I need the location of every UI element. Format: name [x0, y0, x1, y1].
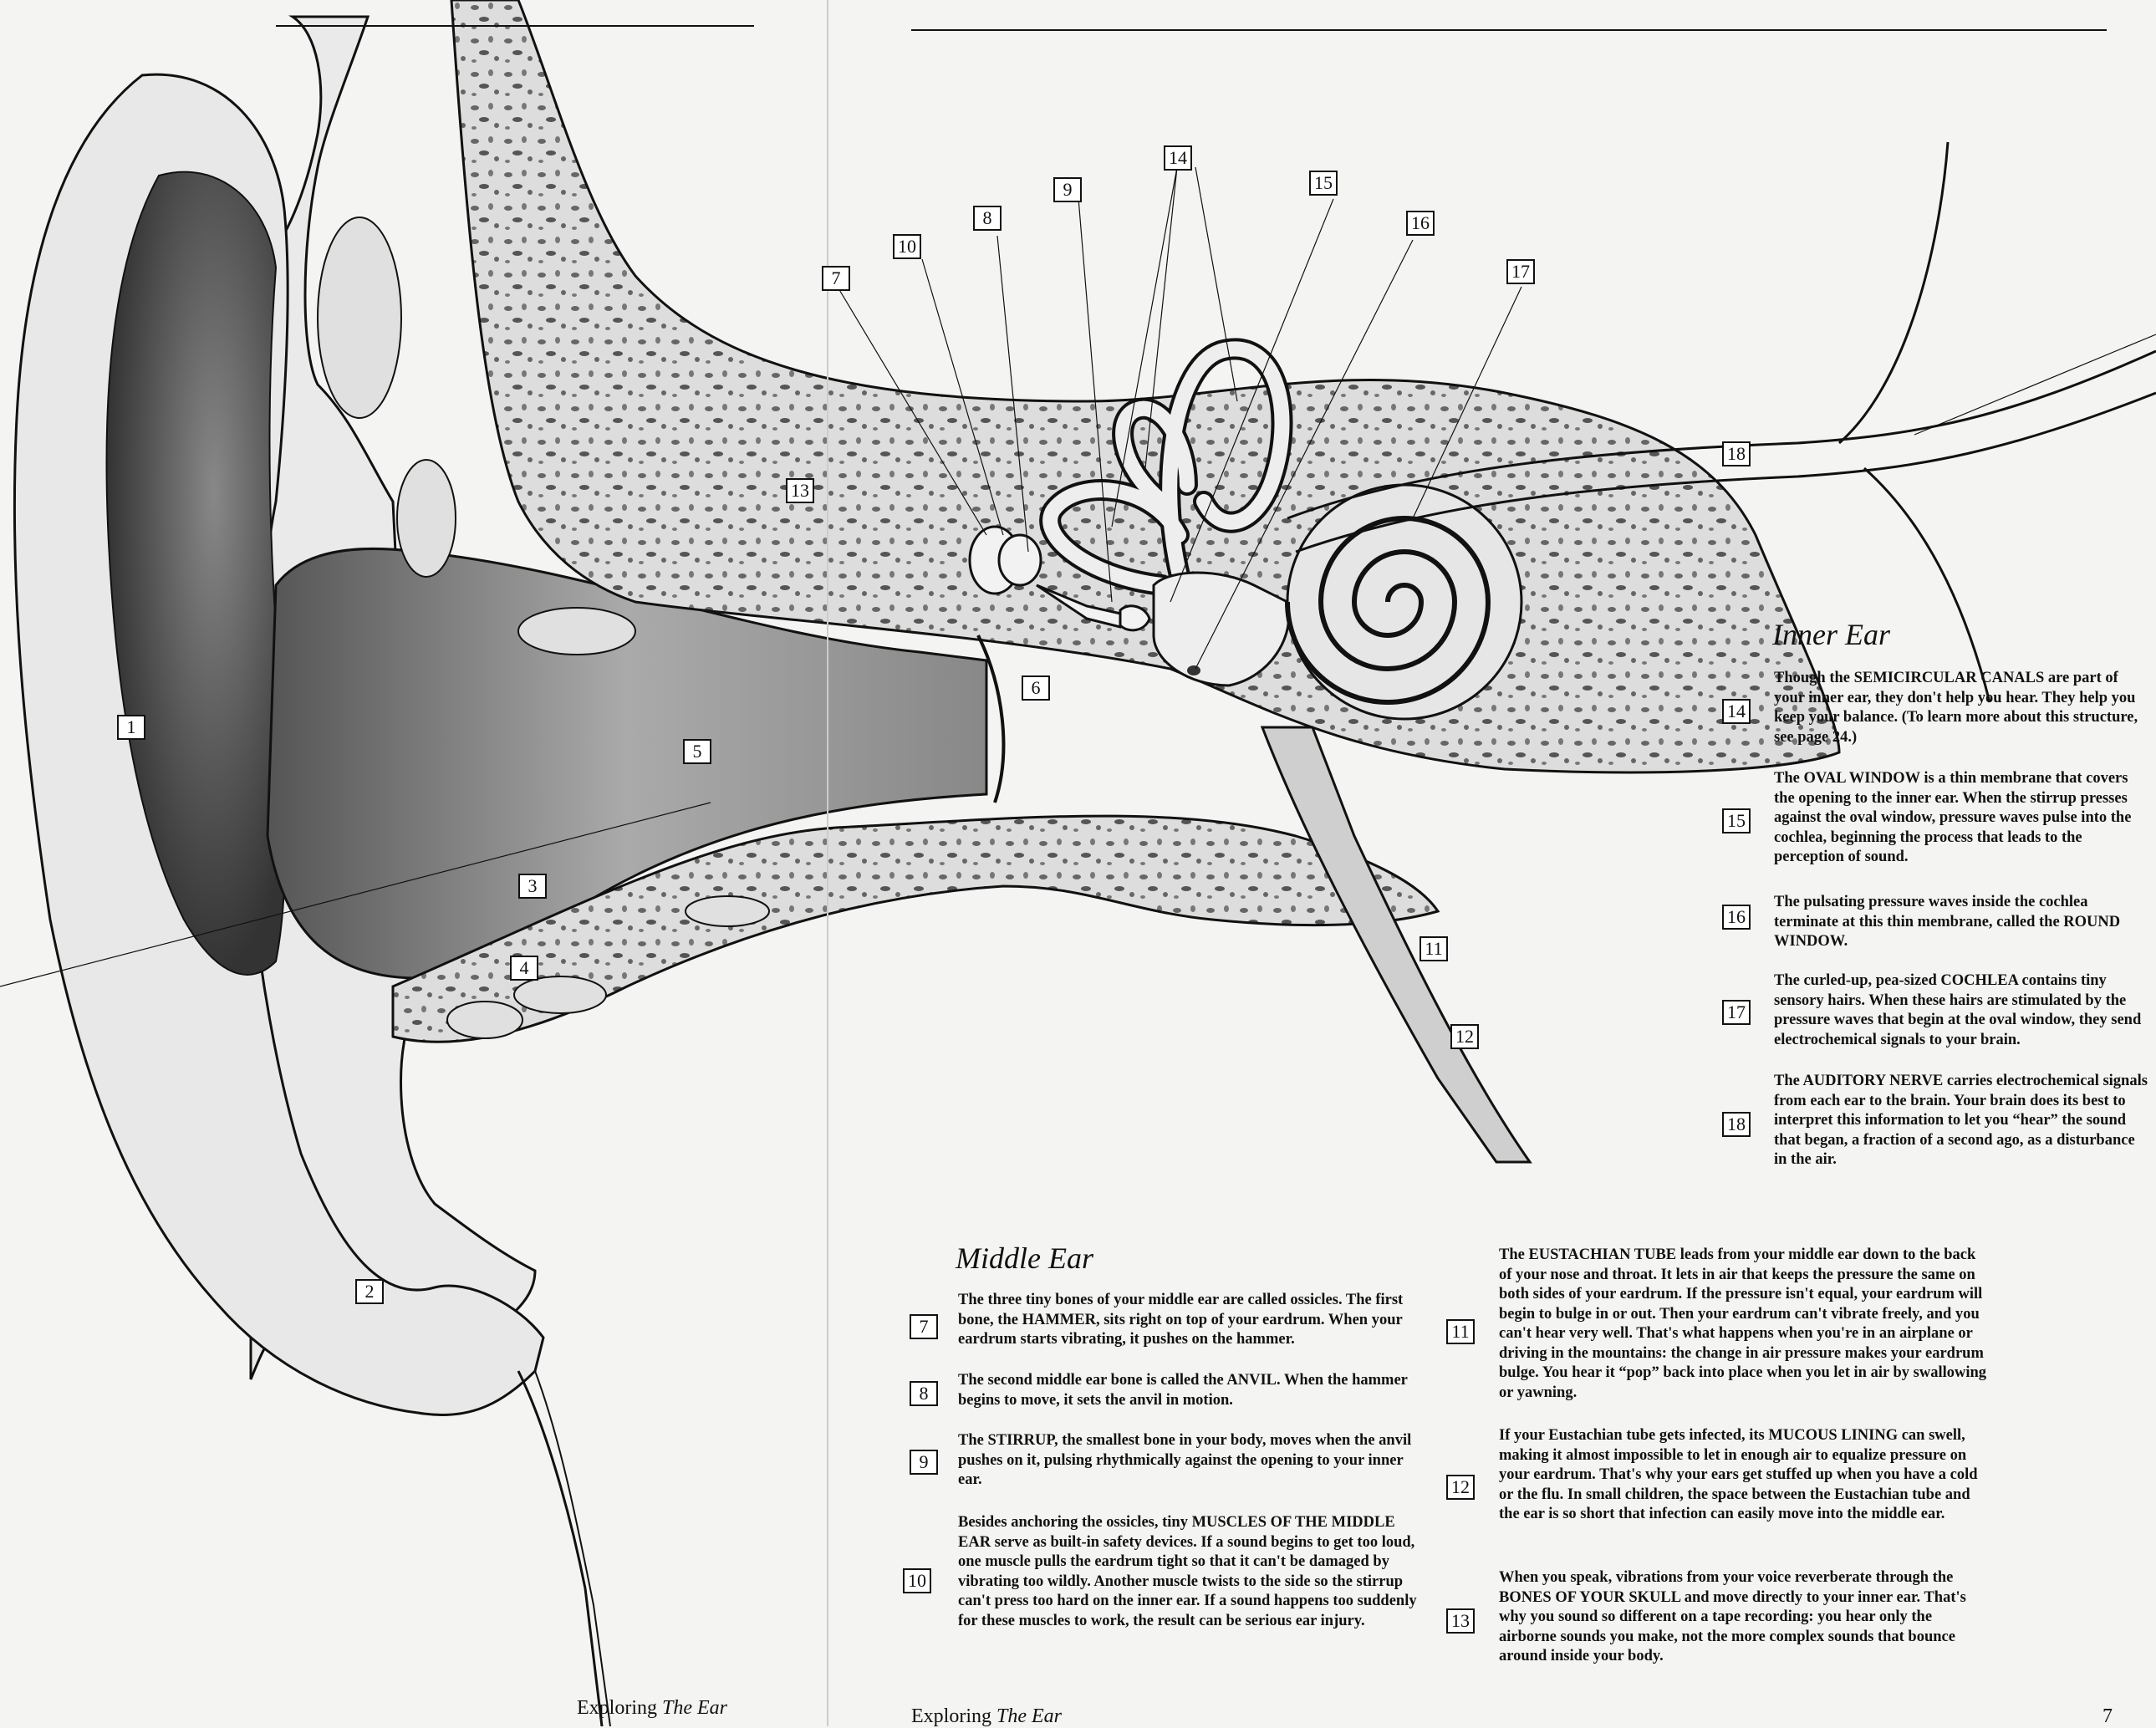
diagram-label-15: 15	[1309, 171, 1338, 196]
diagram-label-9: 9	[1053, 177, 1082, 202]
inner-ear-title: Inner Ear	[1772, 617, 1890, 652]
inner-ear-item-number: 15	[1722, 808, 1751, 833]
inner-ear-item-text: The pulsating pressure waves inside the …	[1774, 893, 2150, 952]
middle-ear-item-text: The second middle ear bone is called the…	[958, 1371, 1418, 1410]
inner-ear-item-text: The AUDITORY NERVE carries electrochemic…	[1774, 1072, 2150, 1170]
inner-ear-item-number: 14	[1722, 699, 1751, 724]
inner-ear-item-text: The OVAL WINDOW is a thin membrane that …	[1774, 769, 2150, 868]
diagram-label-3: 3	[518, 874, 547, 899]
diagram-label-17: 17	[1506, 259, 1535, 284]
footer-right: Exploring The Ear	[911, 1705, 1062, 1728]
diagram-label-2: 2	[355, 1279, 384, 1304]
diagram-label-13: 13	[786, 478, 814, 503]
footer-left: Exploring The Ear	[577, 1697, 727, 1720]
middle-ear-item-text: The three tiny bones of your middle ear …	[958, 1291, 1418, 1350]
middle-ear-item-number: 8	[910, 1381, 938, 1406]
diagram-label-16: 16	[1406, 211, 1435, 236]
middle-ear-title: Middle Ear	[956, 1241, 1093, 1276]
footer-title: The Ear	[996, 1705, 1062, 1727]
diagram-label-6: 6	[1022, 675, 1050, 701]
inner-ear-item-number: 17	[1722, 1000, 1751, 1025]
inner-ear-item-text: Though the SEMICIRCULAR CANALS are part …	[1774, 669, 2150, 747]
diagram-label-8: 8	[973, 206, 1002, 231]
top-rule	[276, 25, 754, 27]
inner-ear-item-number: 18	[1722, 1112, 1751, 1137]
footer-title: The Ear	[662, 1697, 727, 1719]
diagram-label-5: 5	[683, 739, 711, 764]
footer-prefix: Exploring	[577, 1697, 657, 1719]
diagram-label-1: 1	[117, 715, 145, 740]
right-column-item-number: 13	[1446, 1608, 1475, 1634]
right-column-item-text: If your Eustachian tube gets infected, i…	[1499, 1426, 1992, 1525]
page-number: 7	[2102, 1705, 2113, 1728]
diagram-label-12: 12	[1450, 1024, 1479, 1049]
diagram-label-18: 18	[1722, 441, 1751, 466]
left-page: Exploring The Ear	[0, 0, 828, 1726]
middle-ear-item-number: 7	[910, 1314, 938, 1339]
diagram-label-4: 4	[510, 956, 538, 981]
diagram-label-14: 14	[1164, 145, 1192, 171]
diagram-label-10: 10	[893, 234, 921, 259]
top-rule	[911, 29, 2107, 31]
middle-ear-item-number: 9	[910, 1450, 938, 1475]
right-column-item-text: The EUSTACHIAN TUBE leads from your midd…	[1499, 1246, 1992, 1403]
middle-ear-item-number: 10	[903, 1568, 931, 1593]
right-column-item-number: 12	[1446, 1475, 1475, 1500]
right-column-item-number: 11	[1446, 1319, 1475, 1344]
right-column-item-text: When you speak, vibrations from your voi…	[1499, 1568, 1992, 1667]
inner-ear-item-number: 16	[1722, 905, 1751, 930]
middle-ear-item-text: Besides anchoring the ossicles, tiny MUS…	[958, 1513, 1418, 1631]
middle-ear-item-text: The STIRRUP, the smallest bone in your b…	[958, 1431, 1418, 1491]
inner-ear-item-text: The curled-up, pea-sized COCHLEA contain…	[1774, 971, 2150, 1050]
diagram-label-11: 11	[1419, 936, 1448, 961]
diagram-label-7: 7	[822, 266, 850, 291]
footer-prefix: Exploring	[911, 1705, 991, 1727]
